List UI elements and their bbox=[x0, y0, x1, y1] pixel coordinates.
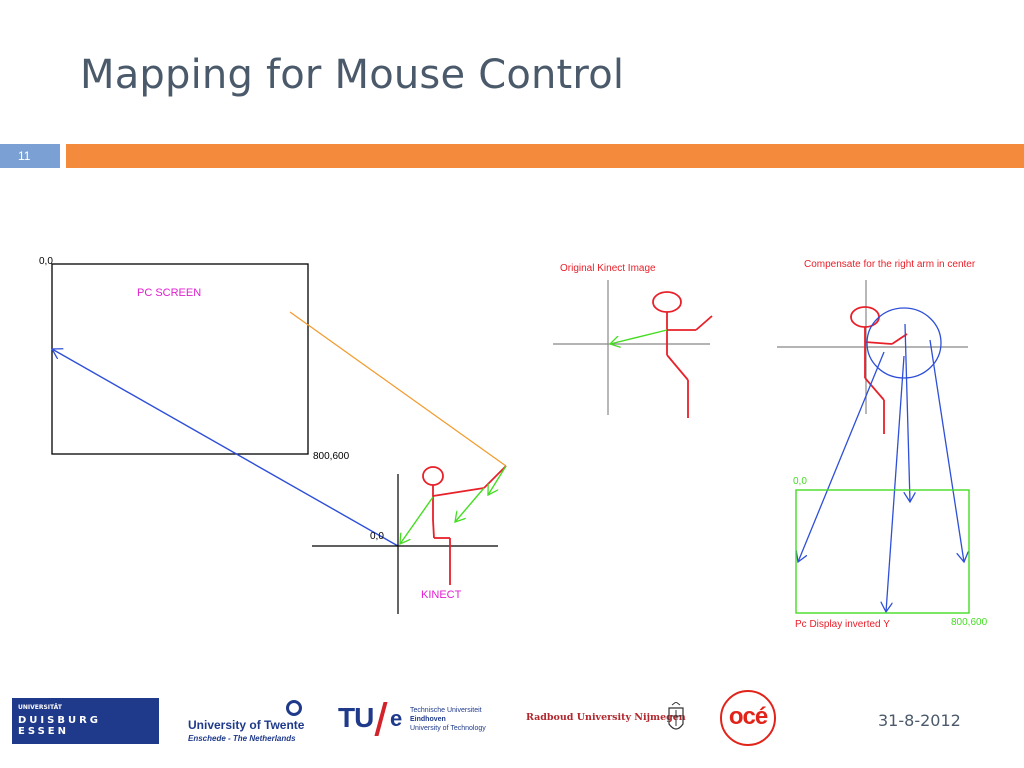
compensate-arrow-center bbox=[905, 323, 910, 502]
compensate-label: Compensate for the right arm in center bbox=[804, 259, 976, 270]
university-of-twente-logo: University of Twente Enschede - The Neth… bbox=[186, 700, 308, 746]
pc-screen-corner-label: 800,600 bbox=[313, 451, 350, 462]
kinect-hand-vector bbox=[400, 496, 434, 544]
radboud-university-logo: Radboud University Nijmegen bbox=[526, 712, 686, 723]
pc-display-origin-label: 0,0 bbox=[793, 476, 807, 487]
compensate-arrow-left bbox=[798, 351, 885, 562]
university-duisburg-essen-logo: UNIVERSITÄT DUISBURG ESSEN bbox=[12, 698, 159, 744]
kinect-origin-label: 0,0 bbox=[370, 531, 384, 542]
kinect-label: KINECT bbox=[421, 589, 462, 601]
slide-number: 11 bbox=[0, 144, 60, 168]
original-kinect-label: Original Kinect Image bbox=[560, 263, 656, 274]
tue-slash-icon bbox=[374, 702, 388, 736]
mapping-arrow bbox=[52, 349, 399, 547]
pc-display-box bbox=[795, 489, 970, 614]
projection-line bbox=[289, 311, 507, 467]
kinect-projected-vector-1 bbox=[455, 487, 485, 522]
pc-screen-label: PC SCREEN bbox=[137, 287, 201, 299]
compensate-stick-figure bbox=[850, 306, 908, 434]
original-hand-vector bbox=[610, 329, 668, 344]
pc-display-label: Pc Display inverted Y bbox=[795, 619, 890, 630]
kinect-stick-figure bbox=[422, 465, 507, 585]
radboud-crest-icon bbox=[668, 702, 684, 730]
original-stick-figure bbox=[652, 291, 713, 418]
compensate-arrow-bottom bbox=[886, 355, 905, 612]
compensate-arrow-right bbox=[929, 339, 964, 562]
title-divider-bar bbox=[66, 144, 1024, 168]
twente-mark-icon bbox=[286, 700, 302, 716]
slide-title: Mapping for Mouse Control bbox=[80, 52, 625, 98]
kinect-projected-vector-2 bbox=[488, 465, 507, 495]
oce-logo: océ bbox=[720, 690, 776, 746]
slide-date: 31-8-2012 bbox=[878, 711, 961, 730]
tu-eindhoven-logo: TU e Technische Universiteit Eindhoven U… bbox=[338, 702, 508, 742]
arm-center-circle bbox=[866, 307, 942, 379]
pc-screen-origin-label: 0,0 bbox=[39, 256, 53, 267]
pc-display-corner-label: 800,600 bbox=[951, 617, 988, 628]
